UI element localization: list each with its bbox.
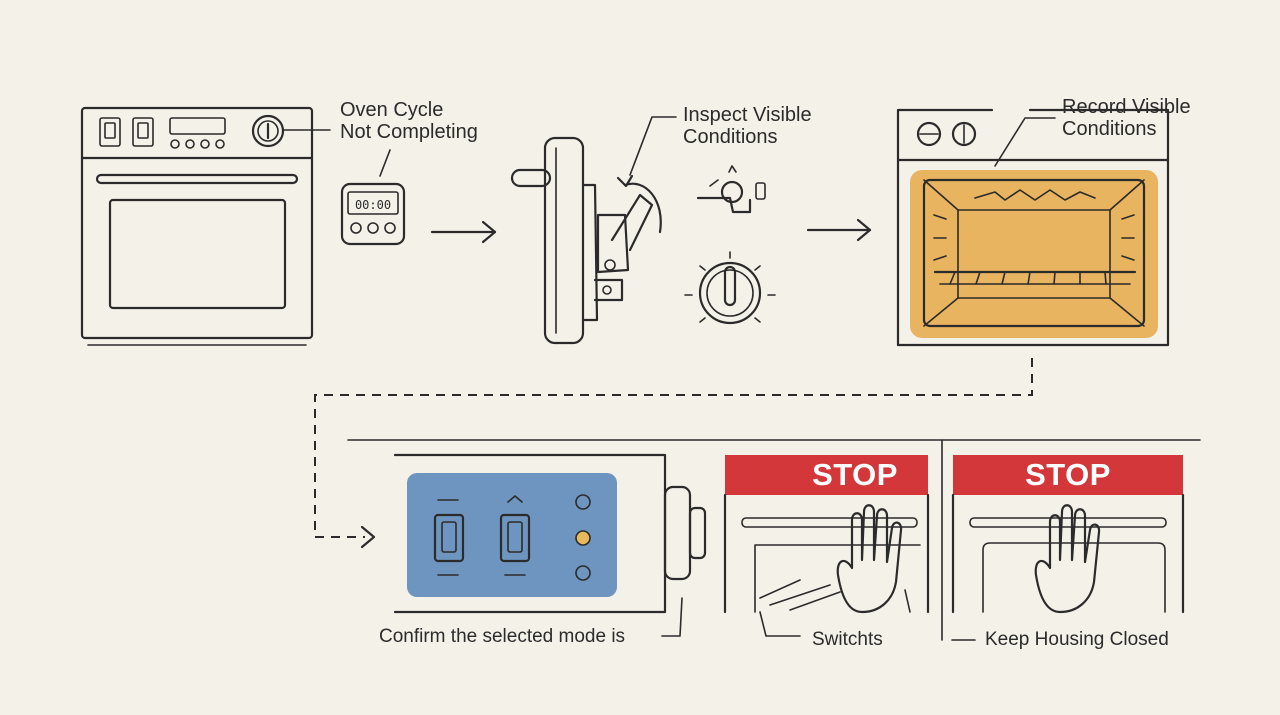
housing-label: Keep Housing Closed [985, 629, 1169, 650]
dashed-connector [314, 358, 1033, 538]
record-label-line1: Record Visible [1062, 96, 1191, 118]
flow-arrow-1 [430, 220, 497, 244]
timer-display: 00:00 [355, 198, 391, 212]
dashed-connector-arrowhead [360, 525, 376, 549]
stop-switches-illustration [723, 455, 930, 614]
confirm-label-leader [661, 597, 683, 637]
record-label-leader [994, 117, 1056, 167]
switch-panel [407, 473, 617, 597]
switches-label: Switchts [812, 629, 883, 650]
record-label-line2: Conditions [1062, 118, 1157, 140]
record-label: Record Visible Conditions [1062, 96, 1191, 140]
timer-illustration: 00:00 [340, 182, 406, 246]
indicator-light-active [575, 530, 591, 546]
door-latch-illustration [510, 136, 662, 345]
inspect-label: Inspect Visible Conditions [683, 104, 812, 148]
sensor-illustration [696, 165, 766, 214]
inspect-label-line1: Inspect Visible [683, 104, 812, 126]
control-dial-illustration [684, 251, 776, 325]
switches-label-leader [759, 611, 801, 637]
inspect-label-leader [629, 116, 677, 176]
stop-text-housing: STOP [1025, 457, 1111, 492]
oven-interior-illustration [896, 108, 1170, 347]
oven-cycle-label-line1: Oven Cycle [340, 99, 444, 121]
inspect-label-line2: Conditions [683, 126, 778, 148]
confirm-label: Confirm the selected mode is [379, 626, 626, 647]
oven-illustration [80, 106, 314, 346]
switch-panel-illustration [393, 453, 707, 614]
timer-leader [379, 149, 391, 177]
oven-cavity [910, 170, 1158, 338]
flow-arrow-2 [806, 218, 872, 242]
stop-housing-illustration [951, 455, 1185, 614]
oven-cycle-label: Oven Cycle Not Completing [340, 99, 478, 143]
stop-banner-housing [953, 455, 1183, 495]
stop-text-switches: STOP [812, 457, 898, 492]
stop-banner-switches [725, 455, 928, 495]
oven-cycle-label-line2: Not Completing [340, 121, 478, 143]
